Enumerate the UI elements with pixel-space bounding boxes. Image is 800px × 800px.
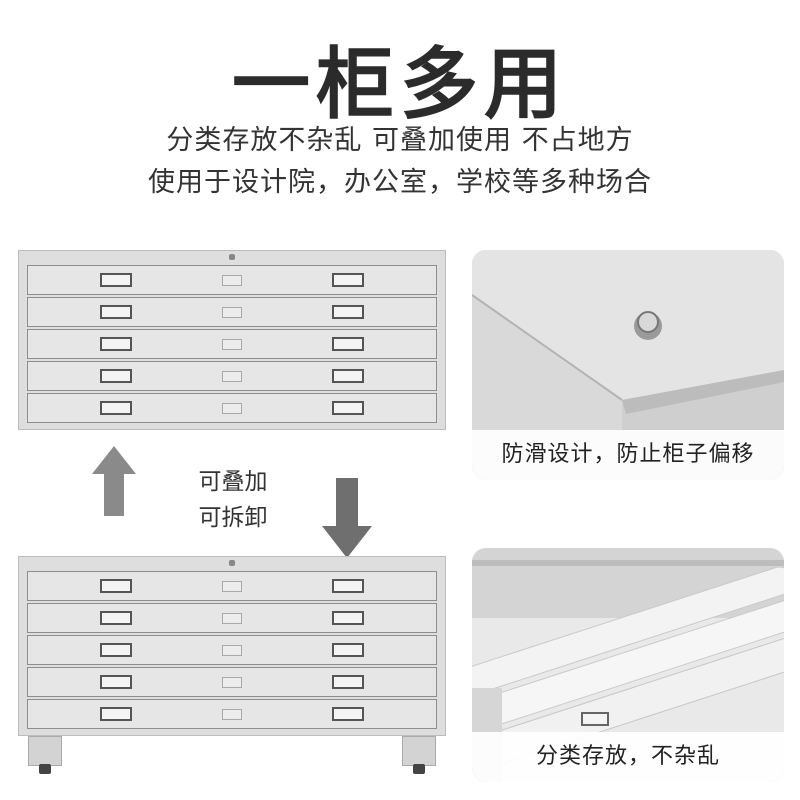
lock-icon bbox=[229, 254, 235, 260]
page-title: 一柜多用 bbox=[231, 40, 568, 130]
cabinet-top-body bbox=[18, 250, 446, 430]
cabinet-foot bbox=[402, 736, 436, 766]
subtitle-line-2: 使用于设计院，办公室，学校等多种场合 bbox=[148, 167, 652, 198]
detail-panel-storage: 分类存放，不杂乱 bbox=[472, 548, 784, 782]
drawer bbox=[27, 393, 437, 423]
cabinet-foot bbox=[28, 736, 62, 766]
stack-label-1: 可叠加 bbox=[198, 469, 268, 495]
stack-label-2: 可拆卸 bbox=[198, 505, 268, 531]
drawer bbox=[27, 265, 437, 295]
drawer bbox=[27, 667, 437, 697]
arrow-up-icon bbox=[92, 446, 136, 516]
detail-panel-anti-slip: 防滑设计，防止柜子偏移 bbox=[472, 250, 784, 480]
foot-pad bbox=[39, 764, 51, 774]
caption-anti-slip: 防滑设计，防止柜子偏移 bbox=[472, 430, 784, 480]
drawer bbox=[27, 361, 437, 391]
foot-pad bbox=[413, 764, 425, 774]
drawer bbox=[27, 329, 437, 359]
drawer bbox=[27, 297, 437, 327]
drawer bbox=[27, 699, 437, 729]
arrow-down-icon bbox=[322, 478, 372, 558]
cabinet-bottom-image bbox=[18, 556, 446, 776]
lock-icon bbox=[229, 560, 235, 566]
cabinet-bottom-body bbox=[18, 556, 446, 736]
subtitle-line-1: 分类存放不杂乱 可叠加使用 不占地方 bbox=[166, 125, 634, 156]
drawer bbox=[27, 603, 437, 633]
caption-storage: 分类存放，不杂乱 bbox=[472, 732, 784, 782]
cabinet-top-image bbox=[18, 250, 446, 430]
drawer bbox=[27, 571, 437, 601]
drawer bbox=[27, 635, 437, 665]
